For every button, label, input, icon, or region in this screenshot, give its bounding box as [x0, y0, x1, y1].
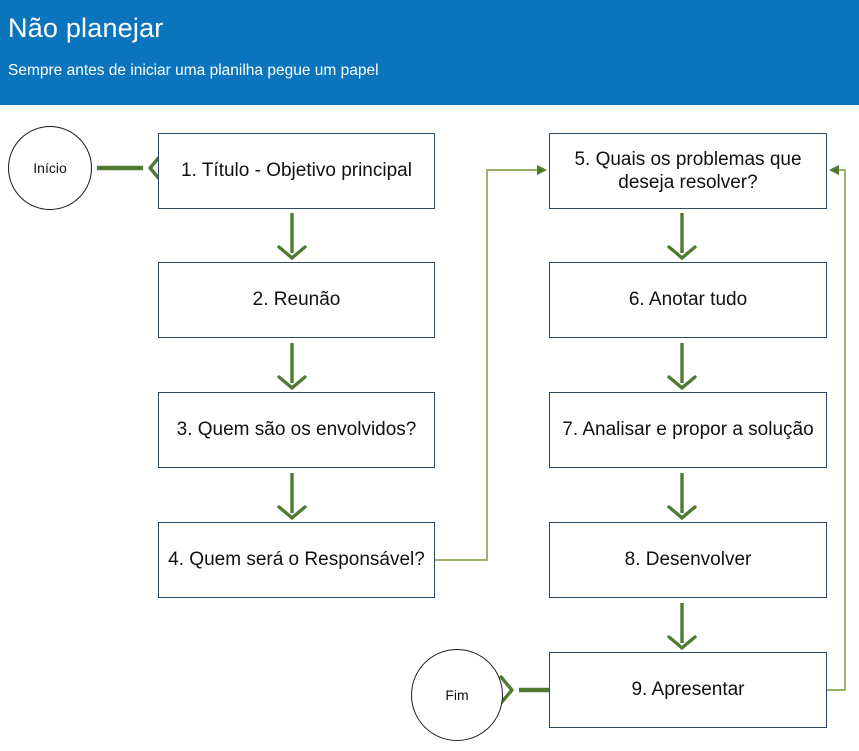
process-box-7-label: 7. Analisar e propor a solução — [562, 419, 814, 441]
process-box-2-label: 2. Reunão — [252, 289, 341, 311]
process-box-9-label: 9. Apresentar — [631, 679, 745, 701]
process-box-8-label: 8. Desenvolver — [624, 549, 752, 571]
connector-8-to-9 — [667, 603, 697, 650]
process-box-2[interactable]: 2. Reunão — [158, 262, 435, 338]
connector-1-to-2 — [277, 213, 307, 260]
connector-9-to-5-loop — [827, 165, 846, 691]
connector-2-to-3 — [277, 343, 307, 390]
process-box-6[interactable]: 6. Anotar tudo — [549, 262, 827, 338]
connector-6-to-7 — [667, 343, 697, 390]
flowchart-canvas: Início 1. Título - Objetivo principal 2.… — [0, 105, 859, 751]
slide-header: Não planejar Sempre antes de iniciar uma… — [0, 0, 859, 105]
page-subtitle: Sempre antes de iniciar uma planilha peg… — [8, 62, 379, 79]
process-box-7[interactable]: 7. Analisar e propor a solução — [549, 392, 827, 468]
connector-4-to-5 — [435, 165, 547, 561]
process-box-8[interactable]: 8. Desenvolver — [549, 522, 827, 598]
connector-7-to-8 — [667, 473, 697, 520]
connector-start-to-1 — [97, 153, 163, 183]
process-box-5[interactable]: 5. Quais os problemas que deseja resolve… — [549, 133, 827, 209]
process-box-3-label: 3. Quem são os envolvidos? — [176, 419, 417, 441]
process-box-6-label: 6. Anotar tudo — [628, 289, 748, 311]
process-box-4[interactable]: 4. Quem será o Responsável? — [158, 522, 435, 598]
terminator-end-label: Fim — [445, 687, 469, 703]
process-box-3[interactable]: 3. Quem são os envolvidos? — [158, 392, 435, 468]
connector-3-to-4 — [277, 473, 307, 520]
process-box-5-label: 5. Quais os problemas que deseja resolve… — [574, 148, 802, 193]
terminator-start-label: Início — [33, 160, 67, 176]
process-box-1[interactable]: 1. Título - Objetivo principal — [158, 133, 435, 209]
terminator-end[interactable]: Fim — [411, 649, 503, 741]
process-box-1-label: 1. Título - Objetivo principal — [181, 160, 412, 182]
process-box-9[interactable]: 9. Apresentar — [549, 652, 827, 728]
process-box-4-label: 4. Quem será o Responsável? — [168, 549, 425, 571]
connector-9-to-end — [499, 675, 549, 705]
page-title: Não planejar — [8, 13, 164, 43]
connector-5-to-6 — [667, 213, 697, 260]
flowchart-connectors — [97, 153, 846, 705]
terminator-start[interactable]: Início — [8, 126, 92, 210]
